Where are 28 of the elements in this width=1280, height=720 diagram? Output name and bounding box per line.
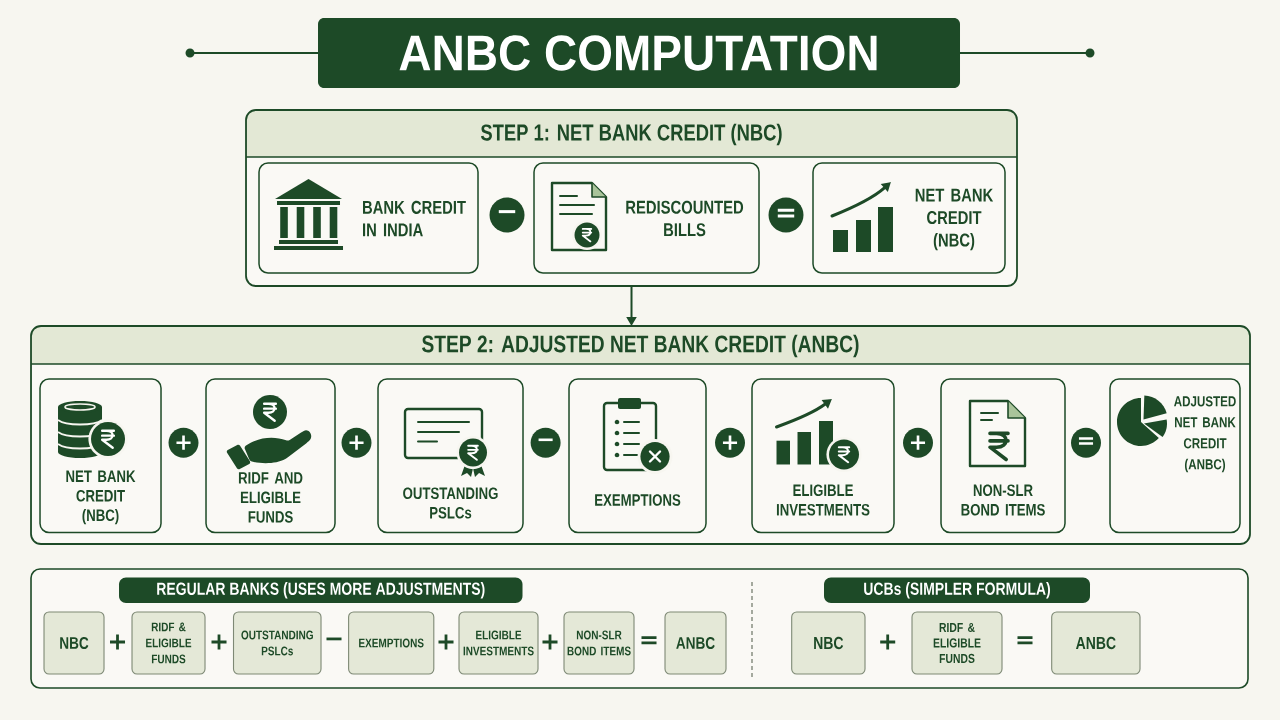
operator-sign: + — [542, 634, 558, 650]
heading-pill: REGULAR BANKS (USES MORE ADJUSTMENTS) — [119, 577, 523, 603]
term-box: REDISCOUNTED BILLS — [533, 162, 760, 274]
formula-box: OUTSTANDING PSLCs — [232, 611, 322, 675]
term-box: OUTSTANDING PSLCs — [377, 378, 524, 534]
formula-box: RIDF & ELIGIBLE FUNDS — [131, 611, 206, 675]
operator-sign: = — [1017, 636, 1033, 645]
operator-sign: + — [880, 634, 896, 650]
operator-sign: − — [326, 637, 342, 641]
formula-box: ANBC — [1051, 611, 1141, 675]
operator-sign: + — [211, 634, 227, 650]
formula-box: NBC — [43, 611, 105, 675]
operator-sign: + — [438, 634, 454, 650]
heading-pill: UCBs (SIMPLER FORMULA) — [824, 577, 1090, 603]
formula-box: ANBC — [664, 611, 727, 675]
formula-box: EXEMPTIONS — [348, 611, 435, 675]
formula-box: RIDF & ELIGIBLE FUNDS — [911, 611, 1003, 675]
formula-box: ELIGIBLE INVESTMENTS — [458, 611, 539, 675]
operator-sign: = — [641, 636, 657, 645]
term-box: BANK CREDIT IN INDIA — [258, 162, 479, 274]
title-banner: ANBC COMPUTATION — [318, 18, 960, 88]
term-box: ADJUSTED NET BANK CREDIT (ANBC) — [1109, 378, 1241, 534]
term-box: EXEMPTIONS — [568, 378, 707, 534]
operator-sign: + — [110, 634, 125, 650]
term-box: NON-SLR BOND ITEMS — [940, 378, 1066, 534]
formula-box: NBC — [791, 611, 866, 675]
formula-box: NON-SLR BOND ITEMS — [563, 611, 635, 675]
term-box: NET BANK CREDIT (NBC) — [812, 162, 1006, 274]
